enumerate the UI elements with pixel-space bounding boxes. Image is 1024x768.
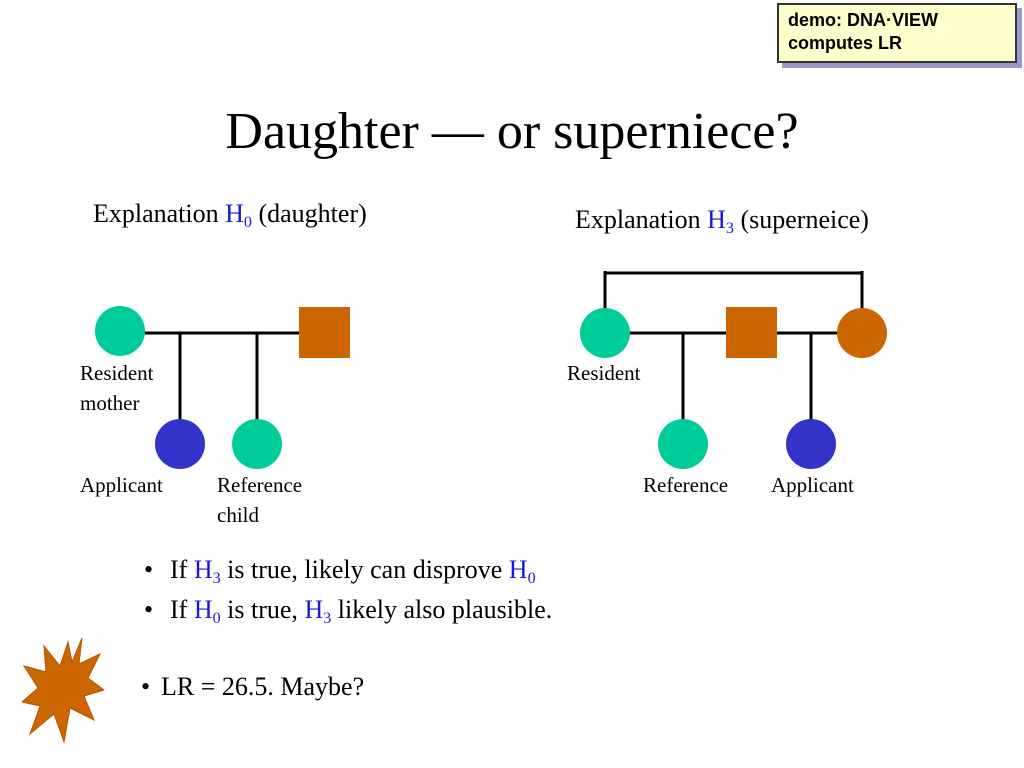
left-label-applicant: Applicant [80, 473, 163, 497]
right-heading: Explanation H3 (superneice) [575, 204, 869, 236]
right-heading-prefix: Explanation [575, 205, 708, 234]
bullet-item: •If H3 is true, likely can disprove H0 [144, 555, 536, 587]
left-label-resident-mother: Resident mother [80, 361, 154, 415]
left-applicant-symbol [155, 419, 205, 469]
right-label-resident: Resident [567, 361, 641, 385]
left-reference-child-symbol [232, 419, 282, 469]
lr-bullet: • LR = 26.5. Maybe? [141, 671, 364, 703]
right-male-symbol [726, 307, 777, 358]
right-applicant-symbol [786, 419, 836, 469]
bullet-hypothesis: H0 [508, 555, 536, 587]
left-pedigree [120, 331, 325, 420]
demo-note: demo: DNA·VIEW computes LR [777, 3, 1017, 63]
slide-title: Daughter — or superniece? [225, 103, 799, 160]
demo-note-line1: demo: DNA·VIEW [788, 10, 938, 30]
demo-note-line2: computes LR [788, 33, 903, 53]
right-resident-symbol [580, 308, 630, 358]
right-heading-hypothesis: H3 [707, 205, 734, 237]
right-reference-symbol [658, 419, 708, 469]
right-female-symbol [837, 308, 887, 358]
left-resident-mother-symbol [95, 306, 145, 356]
left-father-symbol [299, 307, 350, 358]
right-heading-suffix: (superneice) [733, 205, 869, 234]
left-label-reference-child: Reference child [217, 473, 303, 527]
starburst-icon [22, 637, 104, 744]
bullet-dot: • [141, 672, 151, 701]
left-heading: Explanation H0 (daughter) [93, 198, 367, 230]
left-heading-hypothesis: H0 [225, 199, 252, 231]
bullet-dot: • [144, 595, 154, 624]
bullet-item: •If H0 is true, H3 likely also plausible… [144, 595, 553, 627]
bullet-hypothesis: H3 [193, 555, 221, 587]
bullet-hypothesis: H3 [304, 595, 332, 627]
bullet-dot: • [144, 555, 154, 584]
right-label-applicant: Applicant [771, 473, 854, 497]
lr-text: LR = 26.5. Maybe? [161, 672, 365, 701]
left-heading-suffix: (daughter) [251, 199, 367, 228]
right-label-reference: Reference [643, 473, 729, 497]
bullet-hypothesis: H0 [193, 595, 221, 627]
left-heading-prefix: Explanation [93, 199, 226, 228]
